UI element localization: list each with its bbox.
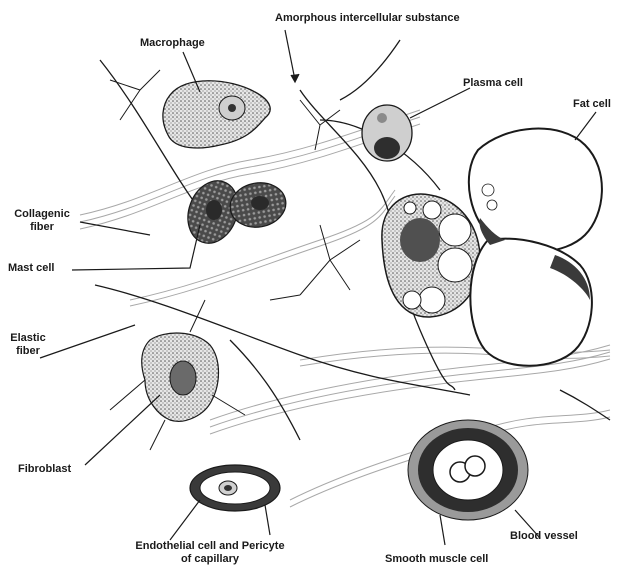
label-smooth-muscle-cell: Smooth muscle cell xyxy=(385,553,488,566)
blood-vessel xyxy=(408,420,528,520)
label-plasma-cell: Plasma cell xyxy=(463,77,523,90)
label-blood-vessel: Blood vessel xyxy=(510,530,578,543)
fat-cells xyxy=(382,129,602,366)
fibroblast-cell xyxy=(110,300,245,450)
label-collagenic-line2: fiber xyxy=(12,221,72,234)
label-endothelial-pericyte: Endothelial cell and Pericyte of capilla… xyxy=(110,540,310,566)
mast-cells xyxy=(180,174,290,251)
label-macrophage: Macrophage xyxy=(140,37,205,50)
capillary xyxy=(190,465,280,511)
label-fibroblast: Fibroblast xyxy=(18,463,71,476)
label-elastic-line1: Elastic xyxy=(6,332,50,345)
label-fat-cell: Fat cell xyxy=(573,98,611,111)
label-endothelial-line1: Endothelial cell and Pericyte xyxy=(110,540,310,553)
plasma-cell xyxy=(362,105,412,161)
label-amorphous-substance: Amorphous intercellular substance xyxy=(275,12,460,25)
label-elastic-fiber: Elastic fiber xyxy=(6,332,50,358)
label-endothelial-line2: of capillary xyxy=(110,553,310,566)
macrophage-cell xyxy=(163,81,270,148)
label-elastic-line2: fiber xyxy=(6,345,50,358)
label-collagenic-fiber: Collagenic fiber xyxy=(12,208,72,234)
label-mast-cell: Mast cell xyxy=(8,262,54,275)
label-collagenic-line1: Collagenic xyxy=(12,208,72,221)
